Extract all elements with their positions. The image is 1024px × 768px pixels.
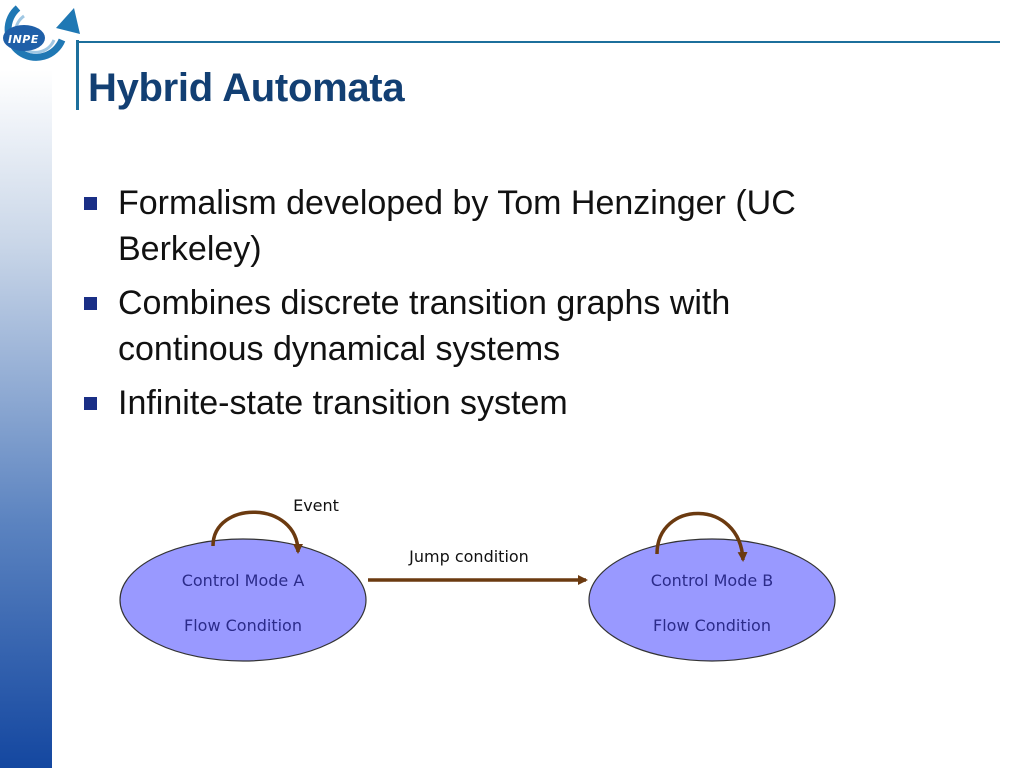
hybrid-automaton-diagram: Control Mode A Flow Condition Event Cont… [119,496,836,662]
bullet-text: Combines discrete transition graphs with… [118,284,731,368]
bullet-square-icon [84,197,97,210]
bullet-item: Formalism developed by Tom Henzinger (UC… [84,180,864,272]
control-mode-b-name: Control Mode B [651,571,774,590]
control-mode-a-ellipse [119,538,367,662]
bullet-square-icon [84,397,97,410]
event-label: Event [293,496,339,515]
bullet-text: Infinite-state transition system [118,384,568,422]
control-mode-a-flow: Flow Condition [184,616,302,635]
bullet-square-icon [84,297,97,310]
jump-condition-label: Jump condition [408,547,529,566]
control-mode-b-flow: Flow Condition [653,616,771,635]
logo-text: INPE [8,33,39,46]
title-rule-vertical [76,40,79,110]
inpe-logo: INPE [0,0,90,70]
bullet-list: Formalism developed by Tom Henzinger (UC… [84,180,864,434]
self-loop-arrow-a [211,510,303,554]
side-gradient-bar [0,70,52,768]
page-title: Hybrid Automata [88,66,405,110]
inpe-logo-icon [3,5,80,61]
bullet-item: Combines discrete transition graphs with… [84,280,864,372]
control-mode-b-ellipse [588,538,836,662]
self-loop-arrow-b [655,511,748,562]
control-mode-a-name: Control Mode A [182,571,305,590]
title-rule-horizontal [76,41,1000,43]
bullet-text: Formalism developed by Tom Henzinger (UC… [118,184,796,268]
bullet-item: Infinite-state transition system [84,380,864,426]
